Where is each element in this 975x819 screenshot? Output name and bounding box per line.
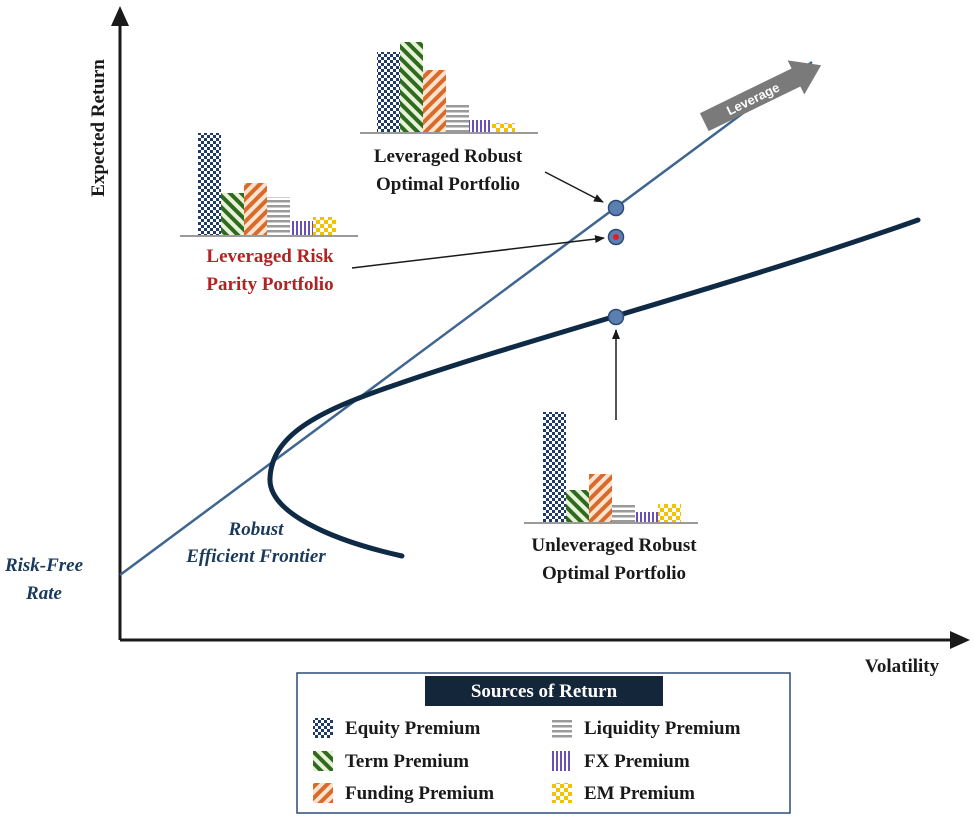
bar-equity	[198, 133, 221, 235]
bar-equity	[377, 52, 400, 132]
bar-em	[658, 504, 681, 522]
leveraged-robust-label-line2: Optimal Portfolio	[376, 174, 520, 195]
frontier-label-line2: Efficient Frontier	[185, 546, 326, 567]
bar-equity	[543, 412, 566, 522]
y-axis-arrowhead	[111, 6, 129, 26]
bar-fx	[635, 512, 658, 522]
risk-parity-label-line1: Leveraged Risk	[206, 246, 334, 267]
bar-funding	[589, 474, 612, 522]
legend-swatch-term	[313, 751, 333, 771]
leveraged-robust-label-line1: Leveraged Robust	[374, 146, 523, 167]
bar-funding	[423, 70, 446, 132]
bar-liquidity	[612, 504, 635, 522]
efficient-frontier-curve	[267, 217, 921, 559]
bar-fx	[469, 120, 492, 132]
capital-allocation-line	[119, 60, 813, 577]
leverage-arrow: Leverage	[699, 60, 822, 132]
x-axis-arrowhead	[950, 631, 970, 649]
legend-label-liquidity: Liquidity Premium	[584, 718, 741, 739]
legend-label-term: Term Premium	[345, 751, 469, 772]
risk-free-label-line2: Rate	[25, 583, 62, 604]
unleveraged-robust-label-line1: Unleveraged Robust	[531, 535, 697, 556]
legend-label-funding: Funding Premium	[345, 783, 494, 804]
risk-parity-arrow	[351, 235, 605, 269]
bar-em	[313, 217, 336, 235]
bar-funding	[244, 183, 267, 235]
leveraged-robust-arrow	[544, 171, 604, 203]
legend-title: Sources of Return	[471, 681, 618, 702]
unleveraged-robust-bar-chart	[524, 412, 698, 524]
bar-liquidity	[267, 197, 290, 235]
legend-label-fx: FX Premium	[584, 751, 690, 772]
leveraged-robust-bar-chart	[360, 42, 538, 134]
x-axis-label: Volatility	[865, 656, 940, 677]
risk-parity-label-line2: Parity Portfolio	[206, 274, 333, 295]
leveraged-risk-parity-point-center	[613, 234, 619, 240]
legend-label-em: EM Premium	[584, 783, 695, 804]
unleveraged-robust-point	[607, 308, 625, 326]
frontier-label-line1: Robust	[228, 519, 285, 540]
leveraged-robust-point	[607, 199, 625, 217]
axes	[111, 6, 970, 649]
bar-term	[400, 42, 423, 132]
y-axis-label: Expected Return	[88, 59, 109, 197]
unleveraged-robust-label-line2: Optimal Portfolio	[542, 563, 686, 584]
bar-liquidity	[446, 104, 469, 132]
legend-title-bar	[425, 676, 663, 706]
bar-fx	[290, 221, 313, 235]
bar-term	[221, 193, 244, 235]
legend-swatch-funding	[313, 783, 333, 803]
legend-swatch-liquidity	[552, 718, 572, 738]
legend-label-equity: Equity Premium	[345, 718, 480, 739]
bar-em	[492, 123, 515, 132]
legend-swatch-em	[552, 783, 572, 803]
risk-free-label-line1: Risk-Free	[4, 555, 84, 576]
leveraged-risk-parity-bar-chart	[180, 133, 358, 237]
legend-swatch-equity	[313, 718, 333, 738]
legend-swatch-fx	[552, 751, 572, 771]
bar-term	[566, 490, 589, 522]
